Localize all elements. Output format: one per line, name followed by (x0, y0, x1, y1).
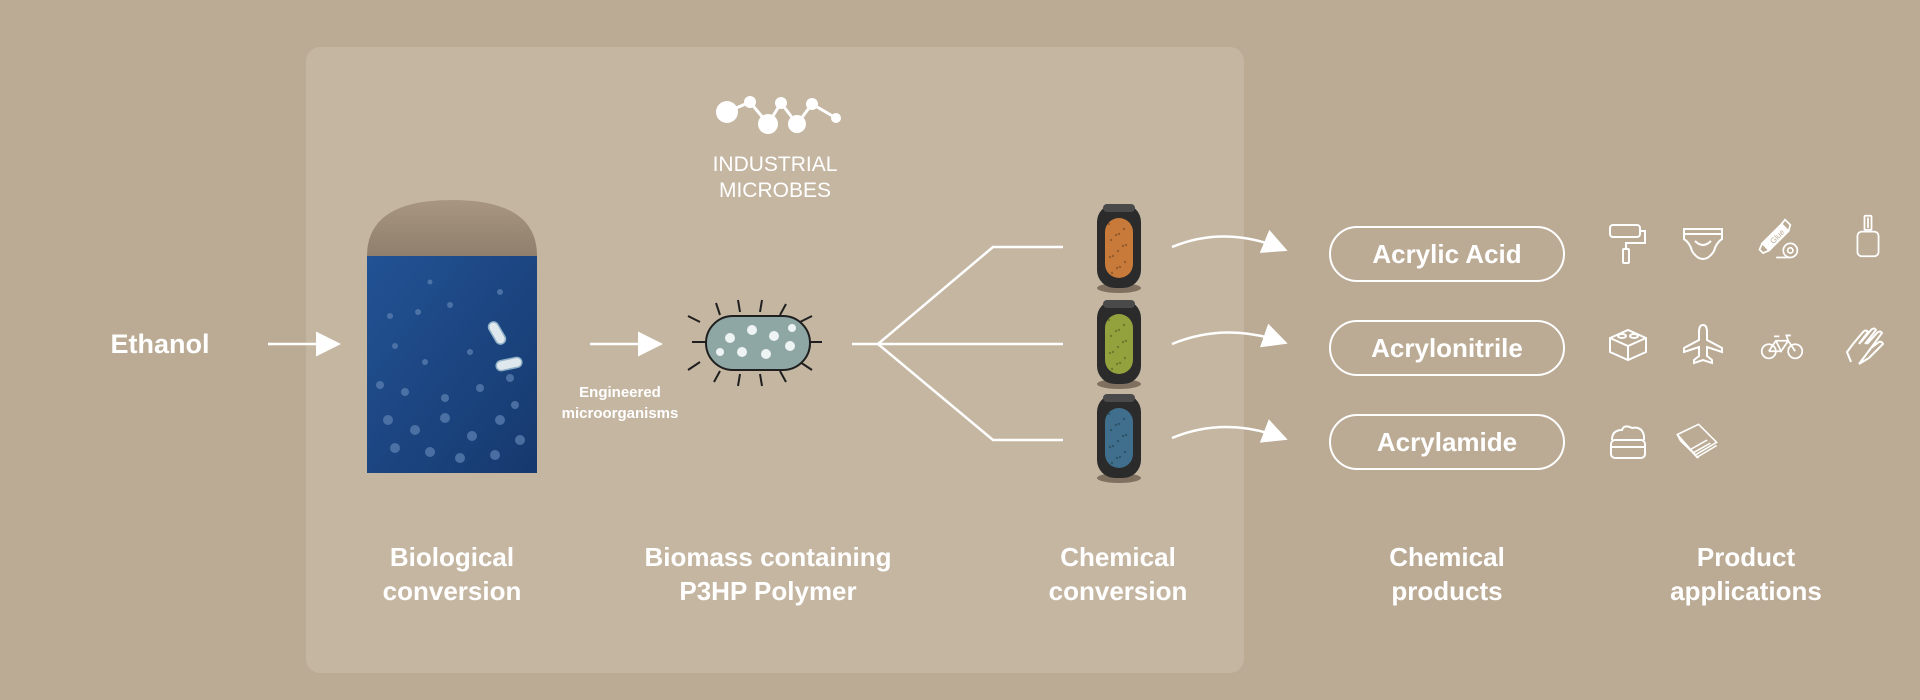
stage-line2: applications (1670, 576, 1822, 606)
stage-label-biomass: Biomass containing P3HP Polymer (618, 540, 918, 608)
stage-line1: Chemical (1060, 542, 1176, 572)
stage-line2: conversion (1048, 576, 1188, 606)
bicycle-icon (1760, 324, 1804, 368)
ethanol-label: Ethanol (110, 329, 210, 359)
product-acrylamide: Acrylamide (1329, 414, 1565, 470)
reactor-vessel (1097, 394, 1141, 483)
stage-label-chemical-conversion: Chemical conversion (968, 540, 1268, 608)
microbe-note-line1: Engineered (579, 384, 661, 401)
glove-icon (1843, 322, 1887, 366)
microbe-icon (687, 299, 822, 387)
toy-brick-icon (1606, 322, 1650, 366)
paint-roller-icon (1606, 221, 1650, 265)
industrial-microbes-logo (716, 96, 841, 134)
stage-line2: conversion (382, 576, 522, 606)
product-acrylonitrile: Acrylonitrile (1329, 320, 1565, 376)
reactor-vessel (1097, 300, 1141, 389)
stage-label-chemical-products: Chemical products (1297, 540, 1597, 608)
stage-label-product-applications: Product applications (1596, 540, 1896, 608)
microbe-note-line2: microorganisms (561, 405, 679, 422)
stage-label-biological: Biological conversion (302, 540, 602, 608)
airplane-icon (1681, 322, 1725, 366)
cream-jar-icon (1606, 420, 1650, 464)
bacteria-cells (487, 321, 523, 372)
stage-line2: P3HP Polymer (679, 576, 857, 606)
stage-line1: Product (1696, 542, 1796, 572)
product-acrylic-acid: Acrylic Acid (1329, 226, 1565, 282)
stage-line2: products (1391, 576, 1503, 606)
reactor-vessel (1097, 204, 1141, 293)
glue-tube-icon: Glue (1756, 217, 1800, 261)
stage-line1: Biomass containing (644, 542, 892, 572)
product-arrows (1171, 229, 1288, 443)
brand-name: INDUSTRIAL MICROBES (712, 153, 838, 202)
branch-lines (852, 245, 1063, 442)
fermenter-tank (367, 200, 537, 473)
stage-line1: Chemical (1389, 542, 1505, 572)
stage-line1: Biological (389, 542, 515, 572)
paper-stack-icon (1675, 418, 1719, 462)
diaper-icon (1681, 221, 1725, 265)
microbe-note: Engineered microorganisms (540, 382, 700, 424)
nail-polish-icon (1846, 214, 1890, 258)
